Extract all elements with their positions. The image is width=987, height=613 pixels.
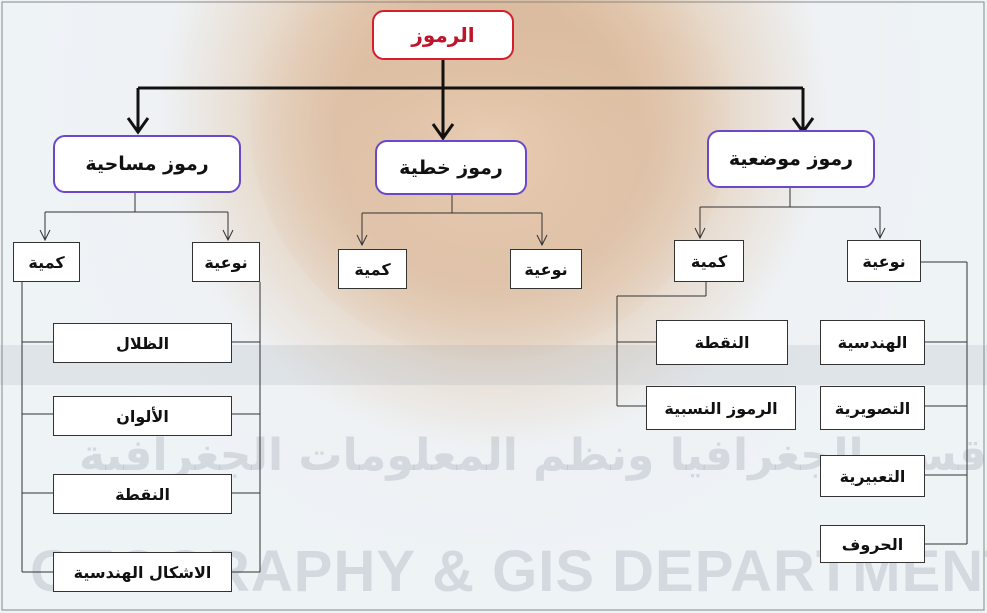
areal-item-dot: النقطة	[53, 474, 232, 514]
point-item-expressive: التعبيرية	[820, 455, 925, 497]
linear-symbols-node: رموز خطية	[375, 140, 527, 195]
areal-qualitative-node: نوعية	[192, 242, 260, 282]
point-quantitative-node: كمية	[674, 240, 744, 282]
branch-connectors	[21, 188, 968, 573]
linear-quantitative-node: كمية	[338, 249, 407, 289]
root-connectors	[126, 58, 815, 141]
point-qualitative-node: نوعية	[847, 240, 921, 282]
areal-item-colors: الألوان	[53, 396, 232, 436]
point-item-dot: النقطة	[656, 320, 788, 365]
areal-symbols-node: رموز مساحية	[53, 135, 241, 193]
point-item-geometric: الهندسية	[820, 320, 925, 365]
areal-item-geometric-shapes: الاشكال الهندسية	[53, 552, 232, 592]
root-node: الرموز	[372, 10, 514, 60]
point-symbols-node: رموز موضعية	[707, 130, 875, 188]
areal-quantitative-node: كمية	[13, 242, 80, 282]
point-item-letters: الحروف	[820, 525, 925, 563]
point-item-pictorial: التصويرية	[820, 386, 925, 430]
areal-item-shadows: الظلال	[53, 323, 232, 363]
linear-qualitative-node: نوعية	[510, 249, 582, 289]
point-item-relative-symbols: الرموز النسبية	[646, 386, 796, 430]
